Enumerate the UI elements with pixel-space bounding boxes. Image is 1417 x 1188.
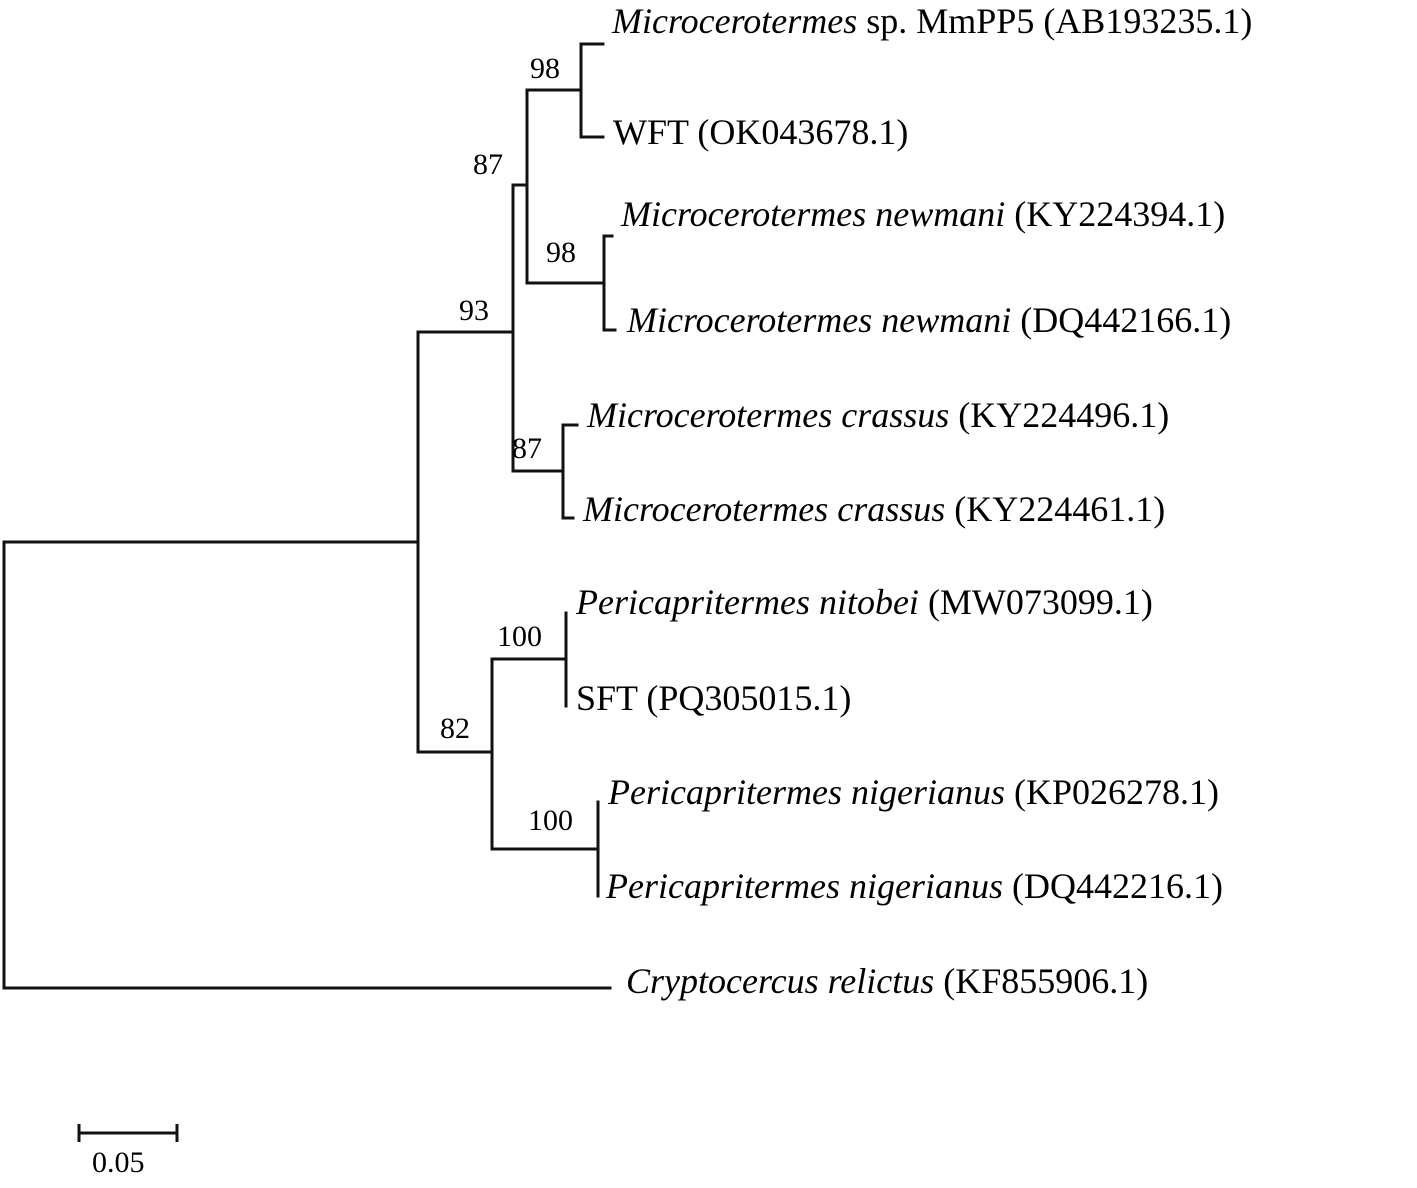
taxon-label: Microcerotermes crassus (KY224496.1) (586, 395, 1169, 435)
bootstrap-value: 87 (512, 432, 542, 465)
taxon-label: Microcerotermes newmani (DQ442166.1) (626, 300, 1231, 340)
tree-branches (2, 42, 617, 990)
taxon-label: Microcerotermes crassus (KY224461.1) (582, 489, 1165, 529)
taxon-labels: Microcerotermes sp. MmPP5 (AB193235.1) W… (575, 1, 1252, 1001)
taxon-label: Pericapritermes nitobei (MW073099.1) (575, 582, 1153, 622)
taxon-label: Pericapritermes nigerianus (DQ442216.1) (605, 866, 1223, 906)
taxon-label: Pericapritermes nigerianus (KP026278.1) (607, 772, 1219, 812)
taxon-label: Microcerotermes newmani (KY224394.1) (620, 194, 1225, 234)
bootstrap-value: 98 (530, 52, 560, 85)
bootstrap-value: 100 (528, 804, 573, 837)
bootstrap-values: 98 87 98 93 87 100 82 100 (440, 52, 576, 837)
scale-bar-line (77, 1124, 179, 1142)
taxon-label: Microcerotermes sp. MmPP5 (AB193235.1) (611, 1, 1252, 41)
bootstrap-value: 100 (497, 620, 542, 653)
bootstrap-value: 82 (440, 712, 470, 745)
scale-bar-label: 0.05 (92, 1146, 145, 1179)
bootstrap-value: 93 (459, 294, 489, 327)
scale-bar: 0.05 (77, 1124, 179, 1179)
bootstrap-value: 98 (546, 236, 576, 269)
taxon-label: WFT (OK043678.1) (613, 112, 908, 152)
bootstrap-value: 87 (473, 148, 503, 181)
taxon-label: SFT (PQ305015.1) (576, 678, 851, 718)
taxon-label: Cryptocercus relictus (KF855906.1) (626, 961, 1148, 1001)
